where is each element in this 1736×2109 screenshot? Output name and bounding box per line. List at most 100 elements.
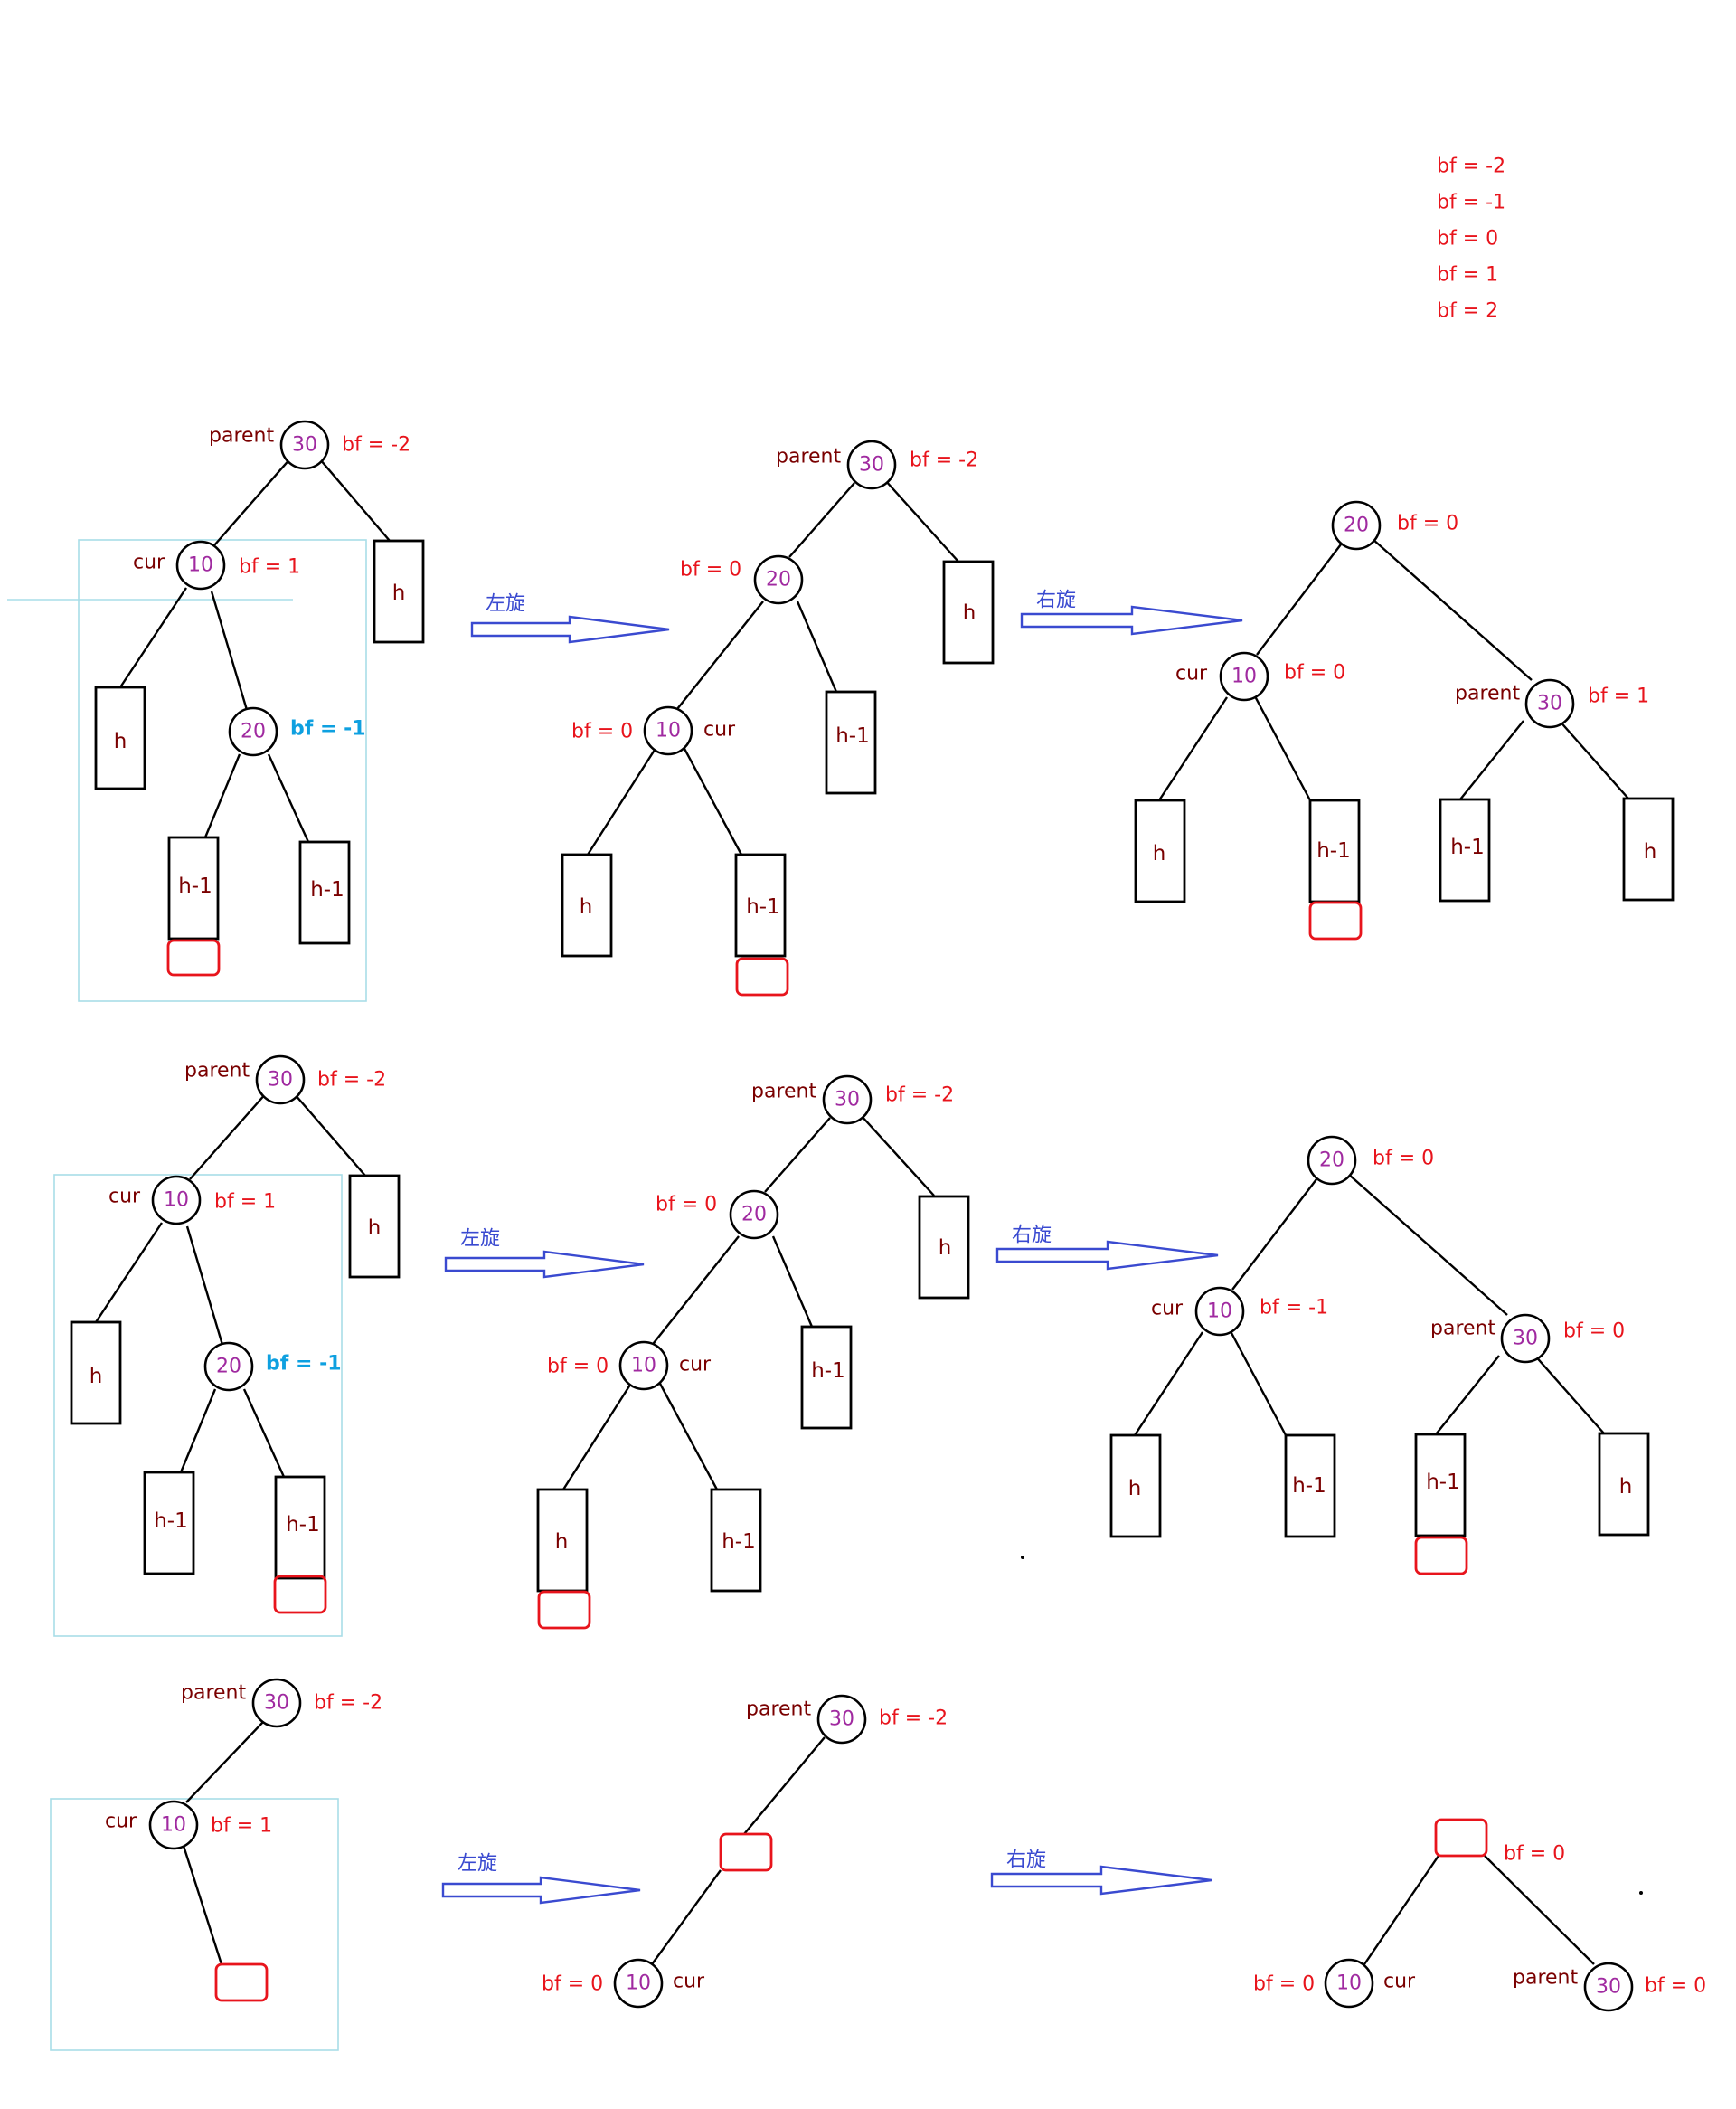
row1-after-left: h h-1 h h-1 30 20 10 parent bf = -2 bf =… bbox=[561, 440, 995, 997]
subtree-height: h bbox=[114, 730, 127, 753]
tree-node bbox=[618, 1340, 669, 1391]
subtree-box bbox=[1284, 1433, 1336, 1538]
subtree-height: h-1 bbox=[746, 895, 780, 919]
subtree-box bbox=[561, 853, 613, 958]
bf-label: bf = 1 bbox=[214, 1191, 276, 1214]
tree-edge bbox=[210, 591, 249, 711]
tree-edge bbox=[743, 1736, 826, 1835]
subtree-box bbox=[1439, 798, 1491, 903]
rotate-left-arrow: 左旋 bbox=[470, 593, 670, 644]
subtree-box bbox=[800, 1325, 853, 1430]
legend-item: bf = -1 bbox=[1437, 192, 1505, 214]
parent-label: parent bbox=[1513, 1967, 1578, 1990]
tree-edge bbox=[185, 1225, 224, 1346]
subtree-height: h bbox=[963, 601, 976, 625]
subtree-height: h bbox=[939, 1236, 952, 1260]
subtree-box bbox=[1134, 799, 1186, 903]
tree-node bbox=[729, 1189, 779, 1240]
subtree-height: h bbox=[392, 582, 406, 605]
row2-after-right: h h-1 h-1 h 20 10 30 bf = 0 cur bf = -1 … bbox=[1109, 1135, 1650, 1575]
parent-label: parent bbox=[209, 425, 274, 448]
tree-node bbox=[643, 705, 693, 756]
row2-before: h h h-1 h-1 30 10 20 parent bf = -2 cur … bbox=[53, 1054, 401, 1637]
tree-node bbox=[1331, 500, 1382, 551]
subtree-box bbox=[298, 840, 351, 945]
tree-edge bbox=[203, 753, 241, 838]
bf-label: bf = -1 bbox=[290, 718, 366, 741]
rotate-left-arrow: 左旋 bbox=[444, 1228, 645, 1279]
tree-edge bbox=[682, 746, 743, 856]
rotate-right-label: 右旋 bbox=[1006, 1849, 1046, 1872]
node-key: 30 bbox=[1513, 1328, 1538, 1350]
inserted-node-marker bbox=[1434, 1818, 1488, 1858]
parent-label: parent bbox=[751, 1081, 816, 1103]
arrow-icon bbox=[444, 1250, 645, 1279]
subtree-box bbox=[373, 539, 425, 644]
bf-label: bf = 0 bbox=[1563, 1320, 1625, 1343]
tree-node bbox=[255, 1054, 306, 1105]
cur-label: cur bbox=[133, 552, 165, 574]
tree-edge bbox=[1459, 720, 1524, 800]
tree-node bbox=[1524, 678, 1575, 729]
node-key: 30 bbox=[268, 1069, 293, 1092]
tree-edge bbox=[189, 1092, 268, 1180]
tree-node bbox=[822, 1074, 873, 1125]
subtree-height: h bbox=[580, 895, 593, 919]
tree-node bbox=[1324, 1958, 1374, 2009]
node-key: 10 bbox=[161, 1814, 186, 1837]
node-key: 10 bbox=[631, 1355, 656, 1377]
highlight-frame bbox=[78, 539, 367, 1002]
tree-edge bbox=[185, 1721, 264, 1803]
tree-edge bbox=[884, 479, 959, 563]
subtree-box bbox=[710, 1488, 762, 1593]
tree-edge bbox=[179, 1388, 217, 1473]
cur-label: cur bbox=[1383, 1971, 1416, 1993]
tree-edge bbox=[1253, 695, 1312, 801]
tree-edge bbox=[95, 1222, 163, 1323]
rotate-right-arrow: 右旋 bbox=[1020, 590, 1243, 636]
tree-edge bbox=[1557, 718, 1629, 799]
parent-label: parent bbox=[746, 1698, 811, 1721]
tree-edge bbox=[788, 482, 855, 558]
tree-edge bbox=[673, 601, 764, 714]
row3-before: 30 10 parent bf = -2 cur bf = 1 bbox=[50, 1678, 382, 2051]
node-key: 20 bbox=[741, 1204, 767, 1226]
subtree-height: h-1 bbox=[310, 878, 344, 902]
tree-edge bbox=[657, 1381, 719, 1490]
tree-edge bbox=[586, 746, 658, 856]
subtree-box bbox=[1598, 1432, 1650, 1537]
cur-label: cur bbox=[1175, 663, 1208, 686]
bf-label: bf = 0 bbox=[1645, 1975, 1706, 1998]
subtree-box bbox=[942, 560, 995, 665]
bf-label: bf = -2 bbox=[885, 1084, 954, 1107]
subtree-height: h-1 bbox=[154, 1509, 188, 1533]
bf-label: bf = 0 bbox=[1253, 1973, 1315, 1996]
subtree-height: h-1 bbox=[1450, 836, 1485, 859]
tree-edge bbox=[267, 753, 310, 843]
tree-node bbox=[1500, 1313, 1551, 1364]
subtree-height: h bbox=[368, 1216, 382, 1240]
tree-edge bbox=[796, 601, 838, 693]
subtree-height: h-1 bbox=[286, 1513, 320, 1537]
subtree-box bbox=[918, 1195, 970, 1300]
subtree-height: h-1 bbox=[1292, 1474, 1326, 1498]
tree-node bbox=[148, 1800, 199, 1850]
bf-label: bf = 1 bbox=[1588, 686, 1649, 708]
tree-edge bbox=[1229, 1330, 1288, 1436]
tree-node bbox=[613, 1958, 664, 2009]
bf-label: bf = -2 bbox=[317, 1069, 386, 1092]
subtree-height: h bbox=[1153, 842, 1166, 865]
tree-node bbox=[175, 540, 226, 591]
parent-label: parent bbox=[184, 1060, 250, 1083]
tree-node bbox=[1219, 651, 1269, 702]
tree-edge bbox=[182, 1845, 223, 1965]
legend-item: bf = 1 bbox=[1437, 264, 1498, 287]
bf-label: bf = 0 bbox=[1504, 1843, 1565, 1866]
tree-node bbox=[1307, 1135, 1357, 1186]
row1-before: h h h-1 h-1 30 10 20 parent bf = -2 cur … bbox=[7, 420, 425, 1002]
node-key: 10 bbox=[626, 1972, 651, 1995]
tree-edge bbox=[1484, 1855, 1595, 1965]
rotate-left-arrow: 左旋 bbox=[441, 1853, 641, 1905]
tree-edge bbox=[1533, 1353, 1605, 1434]
